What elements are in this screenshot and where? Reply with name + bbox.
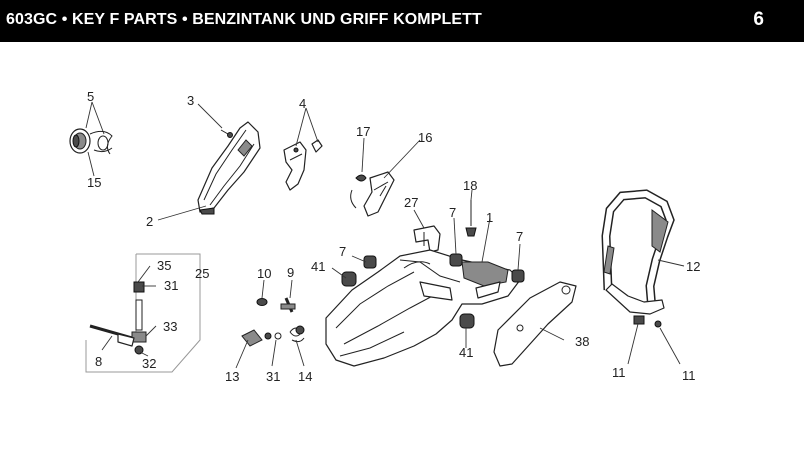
part-clip-31	[274, 332, 282, 340]
callout-8: 8	[95, 354, 102, 369]
page-number: 6	[753, 9, 764, 30]
callout-15: 15	[87, 175, 101, 190]
callout-32: 32	[142, 356, 156, 371]
part-throttle-16	[350, 171, 395, 217]
leader-lines	[85, 101, 685, 369]
part-screw-9	[280, 297, 296, 313]
callout-16: 16	[418, 130, 432, 145]
part-screw-3	[220, 129, 233, 138]
part-fuel-tank-1	[325, 249, 521, 367]
part-screw-18	[465, 200, 477, 237]
part-grommets-7	[363, 253, 525, 283]
callout-13: 13	[225, 369, 239, 384]
callout-25: 25	[195, 266, 209, 281]
callout-41-lower: 41	[459, 345, 473, 360]
part-cover-38	[493, 281, 577, 367]
callout-9: 9	[287, 265, 294, 280]
page-title: 603GC • KEY F PARTS • BENZINTANK UND GRI…	[6, 11, 482, 28]
part-fuel-cap	[69, 128, 113, 155]
callout-labels: 5 15 3 2 4 17 16 18 27 7 1 7 7 12 35 31 …	[87, 89, 700, 384]
callout-7-right: 7	[516, 229, 523, 244]
callout-41-left: 41	[311, 259, 325, 274]
part-washer-10	[256, 298, 268, 306]
callout-1: 1	[486, 210, 493, 225]
callout-33: 33	[163, 319, 177, 334]
callout-27: 27	[404, 195, 418, 210]
part-trigger-4	[283, 139, 323, 191]
callout-11-right: 11	[682, 368, 696, 383]
callout-14: 14	[298, 369, 312, 384]
callout-5: 5	[87, 89, 94, 104]
callout-31-upper: 31	[164, 278, 178, 293]
part-handle-2	[197, 121, 261, 215]
part-front-handle-12	[601, 189, 675, 328]
callout-12: 12	[686, 259, 700, 274]
callout-10: 10	[257, 266, 271, 281]
part-fuel-pickup-kit	[85, 253, 201, 373]
callout-4: 4	[299, 96, 306, 111]
callout-11-left: 11	[612, 365, 626, 380]
callout-3: 3	[187, 93, 194, 108]
callout-18: 18	[463, 178, 477, 193]
part-dampers-41	[341, 271, 475, 329]
part-spring-14	[289, 325, 305, 343]
header-bar: 603GC • KEY F PARTS • BENZINTANK UND GRI…	[0, 0, 804, 42]
callout-31-lower: 31	[266, 369, 280, 384]
parts-diagram: 5 15 3 2 4 17 16 18 27 7 1 7 7 12 35 31 …	[69, 89, 700, 384]
callout-7-left: 7	[339, 244, 346, 259]
callout-38: 38	[575, 334, 589, 349]
part-bracket-27	[413, 225, 441, 253]
callout-35: 35	[157, 258, 171, 273]
callout-17: 17	[356, 124, 370, 139]
callout-7-top: 7	[449, 205, 456, 220]
callout-2: 2	[146, 214, 153, 229]
